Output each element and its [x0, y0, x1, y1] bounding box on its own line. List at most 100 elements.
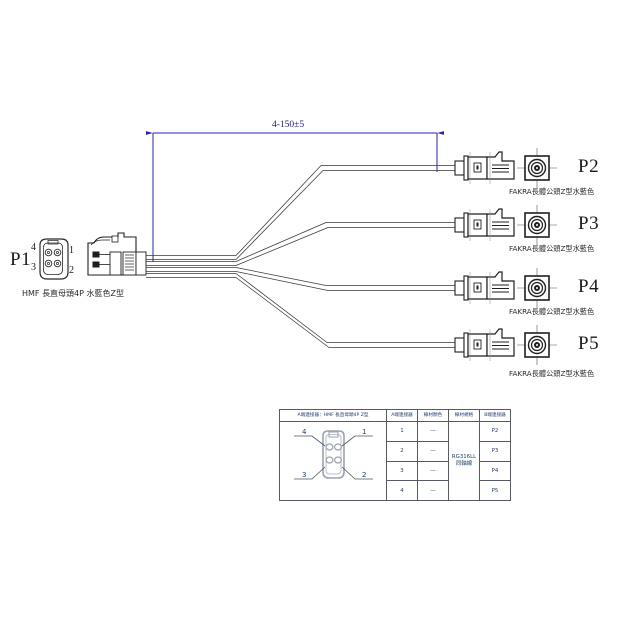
p1-backshell — [135, 251, 147, 276]
p3-port-label: P3 — [578, 213, 600, 234]
p4-front-mid-ring — [530, 281, 544, 295]
wire-trunk — [146, 255, 236, 278]
p3-description-label: FAKRA長體公頭Z型水藍色 — [509, 244, 595, 253]
p1-pin-4-label: 4 — [31, 242, 36, 253]
table-cavity-2 — [333, 456, 342, 464]
table-pin-4: 4 — [302, 428, 307, 436]
p1-cavity-3 — [44, 259, 53, 268]
p5-front-outer-ring — [527, 335, 547, 355]
p4-keying-body — [486, 271, 515, 300]
p5-port-label: P5 — [578, 333, 600, 354]
p1-pin-2-label: 2 — [69, 265, 74, 276]
p3-rib-hatching — [492, 221, 509, 230]
p3-front-pin-hole — [536, 224, 538, 226]
p5-rib-hatching — [492, 341, 509, 350]
cell-b-port: P5 — [479, 480, 511, 501]
p2-rib-hatching — [492, 164, 509, 173]
cell-wire-spec: RG316LL 同軸線 — [448, 421, 480, 501]
p1-keying-tab — [111, 235, 119, 243]
p4-port-label: P4 — [578, 276, 600, 297]
table-cavity-1 — [333, 443, 342, 451]
p1-cavity-2 — [53, 259, 62, 268]
header-a-connector-diagram: A端連接器：HMF 長直母頭4P Z型 — [279, 409, 387, 422]
p1-body-window-right — [122, 251, 137, 276]
p1-housing-inner — [43, 242, 63, 275]
cell-a-pin: 4 — [386, 480, 418, 501]
p3-front-mid-ring — [530, 218, 544, 232]
p5-contact — [476, 342, 479, 347]
wire-branch-p3 — [235, 222, 455, 266]
p4-front-pin-hole — [536, 287, 538, 289]
p1-side-view — [87, 232, 147, 276]
table-cavity-3 — [325, 456, 334, 464]
dimension-label: 4-150±5 — [272, 120, 305, 130]
p3-ferrule — [454, 217, 465, 233]
header-b-connector: B端連接器 — [479, 409, 511, 422]
table-row: 2 — P3 — [280, 440, 511, 462]
cell-a-pin: 3 — [386, 460, 418, 482]
table-pin-3: 3 — [302, 471, 306, 479]
wire-spec-line-1: RG316LL — [451, 453, 477, 460]
p4-rib-hatching — [492, 284, 509, 293]
p1-body-window-left — [109, 251, 122, 276]
fakra-front-view-p5 — [517, 325, 557, 365]
table-row: 3 — P4 — [280, 460, 511, 482]
fakra-front-view-p2 — [517, 148, 557, 188]
p2-front-outer-ring — [527, 158, 547, 178]
p4-description-label: FAKRA長體公頭Z型水藍色 — [509, 307, 595, 316]
p1-contact-3 — [47, 262, 50, 265]
cell-wire-color: — — [417, 440, 449, 462]
p5-keying-body — [486, 328, 515, 357]
header-wire-spec: 線材規格 — [448, 409, 480, 422]
p1-front-view — [39, 238, 69, 280]
fakra-connector-p3 — [454, 208, 515, 241]
cell-b-port: P4 — [479, 460, 511, 482]
cell-wire-color: — — [417, 421, 449, 442]
table-cavity-4 — [325, 443, 334, 451]
cell-a-pin: 2 — [386, 440, 418, 462]
table-header-row: A端連接器：HMF 長直母頭4P Z型 A端連接器 線材顏色 線材規格 B端連接… — [279, 409, 511, 422]
p4-ferrule — [454, 280, 465, 296]
table-latch — [328, 431, 339, 438]
p1-terminal-lines — [99, 254, 110, 265]
wire-spec-line-2: 同軸線 — [455, 461, 473, 467]
p5-front-mid-ring — [530, 338, 544, 352]
p1-housing-outline — [39, 238, 69, 280]
fakra-connector-p5 — [454, 328, 515, 361]
fakra-connector-p2 — [454, 151, 515, 184]
p2-contact — [476, 165, 479, 170]
p1-pin-3-label: 3 — [31, 262, 36, 273]
p3-front-outer-ring — [527, 215, 547, 235]
p2-keying-body — [486, 151, 515, 180]
table-row: 4 — P5 — [280, 480, 511, 501]
table-pin-numbers: 4 1 3 2 — [302, 428, 366, 479]
p2-front-pin-hole — [536, 167, 538, 169]
fakra-front-view-p3 — [517, 205, 557, 245]
p1-contact-1 — [56, 251, 59, 254]
table-pin-1: 1 — [362, 428, 366, 436]
p1-port-label: P1 — [10, 249, 32, 270]
cell-b-port: P3 — [479, 440, 511, 462]
p3-contact — [476, 222, 479, 227]
table-row: 4 1 3 2 1 — RG316LL 同軸線 P2 — [279, 421, 511, 501]
p1-description-label: HMF 長直母頭4P 水藍色Z型 — [22, 289, 124, 298]
wire-branch-p2 — [235, 165, 455, 260]
cell-a-pin: 1 — [386, 421, 418, 442]
p1-contact-4 — [47, 251, 50, 254]
p2-description-label: FAKRA長體公頭Z型水藍色 — [509, 187, 595, 196]
p1-body-curve — [90, 239, 110, 246]
wire-branch-p4 — [235, 267, 455, 291]
wire-bundle — [146, 165, 455, 348]
header-wire-color: 線材顏色 — [417, 409, 449, 422]
p1-cavity-1 — [53, 248, 62, 257]
wiring-spec-table: A端連接器：HMF 長直母頭4P Z型 A端連接器 線材顏色 線材規格 B端連接… — [279, 409, 511, 501]
wire-branch-p5 — [235, 273, 455, 348]
cell-wire-color: — — [417, 480, 449, 501]
header-a-connector: A端連接器 — [386, 409, 418, 422]
fakra-connector-p4 — [454, 271, 515, 304]
p2-front-mid-ring — [530, 161, 544, 175]
table-connector-diagram-cell: 4 1 3 2 — [279, 421, 387, 501]
dimension-line-group — [146, 131, 444, 262]
p1-body-hatching — [125, 254, 134, 271]
